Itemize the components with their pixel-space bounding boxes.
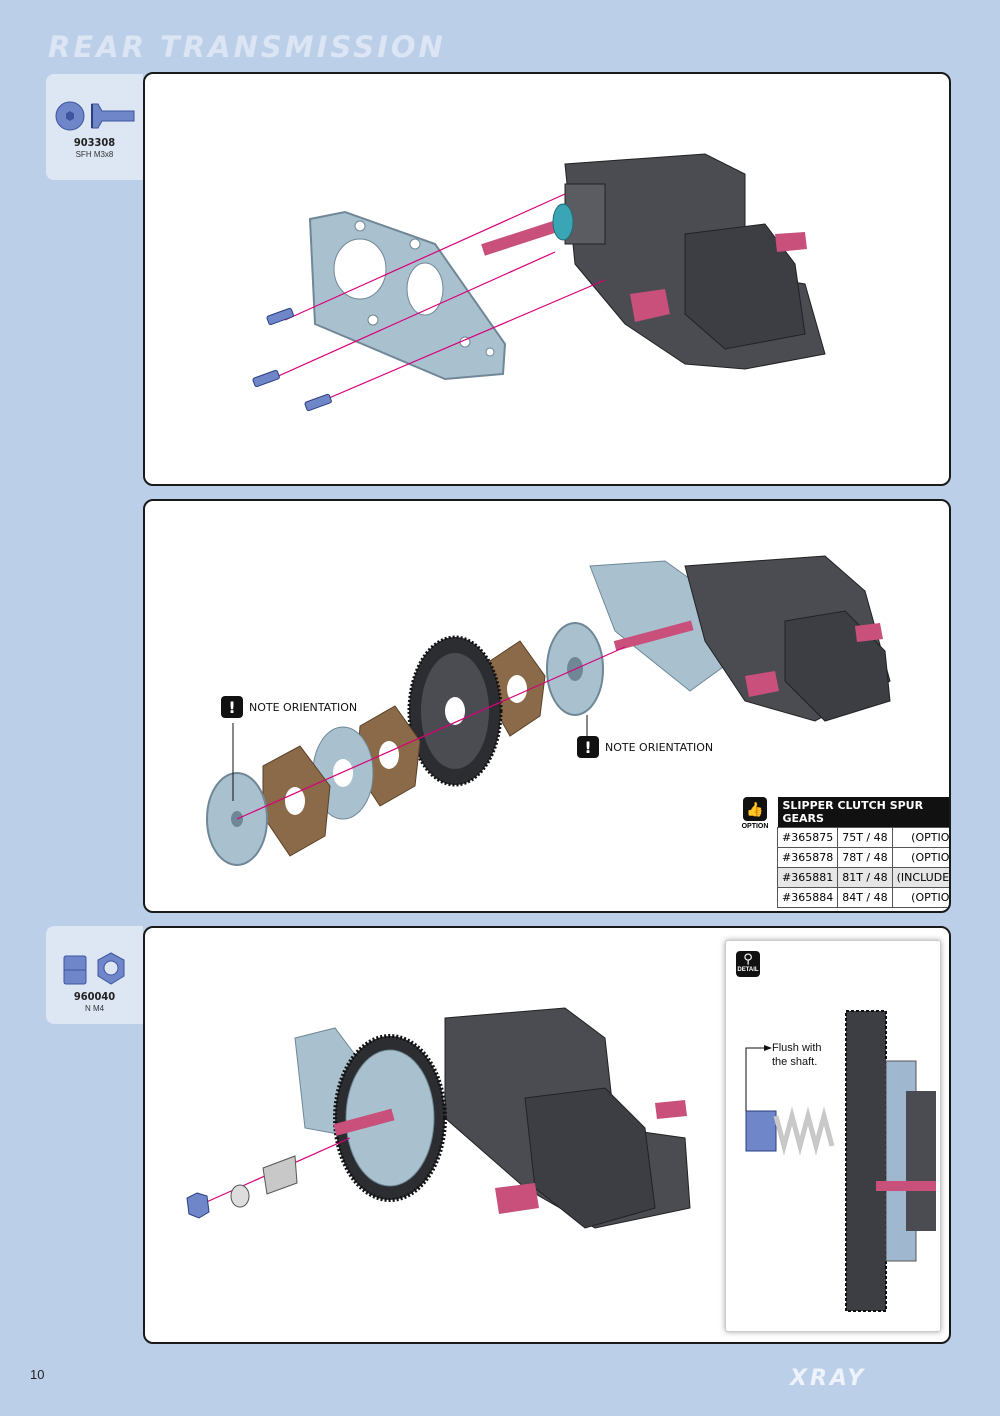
screw-icon [55, 101, 135, 131]
detail-illustration [745, 1010, 936, 1312]
page-title: REAR TRANSMISSION [48, 30, 446, 64]
part-code: 960040 [73, 990, 116, 1003]
step1-assembly-illustration [252, 153, 826, 412]
part-tab-step3: 960040 N M4 [46, 926, 143, 1024]
detail-label: DETAIL [737, 967, 759, 973]
spur-gear-table: SLIPPER CLUTCH SPUR GEARS #365875 75T / … [776, 797, 949, 908]
part-desc: SFH M3x8 [75, 150, 114, 159]
step2-slipper-clutch-illustration [206, 555, 891, 866]
note-orientation-right: ! NOTE ORIENTATION [577, 736, 713, 758]
table-title: SLIPPER CLUTCH SPUR GEARS [777, 797, 949, 828]
table-row: #365878 78T / 48 (OPTION) [776, 847, 949, 868]
step3-assembly-illustration [186, 1007, 691, 1229]
detail-magnifier-icon: ⚲DETAIL [736, 951, 760, 977]
warning-icon: ! [577, 736, 599, 758]
option-badge: 👍 OPTION [741, 797, 769, 830]
part-code: 903308 [73, 136, 116, 149]
note-label: NOTE ORIENTATION [249, 700, 358, 714]
brand-logo: XRAY [790, 1366, 867, 1391]
table-row: #365884 84T / 48 (OPTION) [776, 887, 949, 908]
nut-icon [63, 952, 125, 985]
note-orientation-left: ! NOTE ORIENTATION [221, 696, 357, 718]
step3-panel: ⚲DETAIL Flush with the shaft. [143, 926, 951, 1344]
flush-note: Flush with the shaft. [772, 1042, 822, 1068]
warning-icon: ! [221, 696, 243, 718]
detail-inset: ⚲DETAIL Flush with the shaft. [725, 940, 941, 1332]
step2-panel: ! NOTE ORIENTATION ! NOTE ORIENTATION 👍 … [143, 499, 951, 913]
step1-panel [143, 72, 951, 486]
part-desc: N M4 [84, 1004, 105, 1013]
page-number: 10 [30, 1367, 45, 1382]
table-row: #365875 75T / 48 (OPTION) [776, 827, 949, 848]
note-label: NOTE ORIENTATION [605, 740, 714, 754]
table-row: #365881 81T / 48 (INCLUDED) [776, 867, 949, 888]
thumbs-up-icon: 👍 [743, 797, 767, 821]
part-tab-step1: 903308 SFH M3x8 [46, 74, 143, 180]
option-label: OPTION [741, 823, 769, 830]
